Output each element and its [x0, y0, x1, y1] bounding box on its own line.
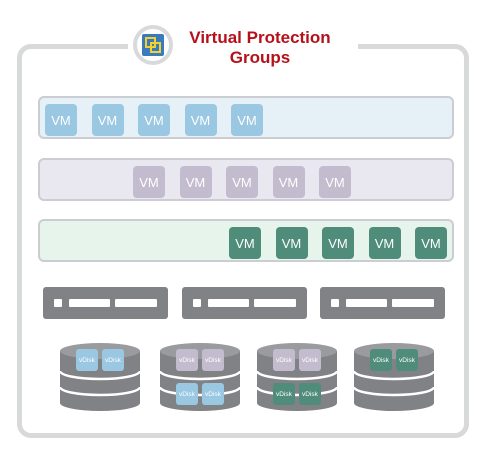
vm-green-1: VM — [229, 227, 261, 259]
title-line-2: Groups — [229, 48, 291, 67]
frame-header-gap — [128, 38, 358, 54]
vm-green-2: VM — [275, 227, 308, 259]
vdisk-purple: vDisk — [299, 349, 321, 371]
vdisk-green: vDisk — [370, 349, 392, 371]
vdisk-purple: vDisk — [273, 349, 295, 371]
server-drive-slot — [346, 299, 387, 307]
vdisk-purple: vDisk — [202, 349, 224, 371]
vm-purple-3: VM — [226, 166, 258, 198]
server-drive-slot — [115, 299, 156, 307]
server-indicator — [331, 299, 339, 307]
vm-blue-4: VM — [184, 104, 217, 136]
server-indicator — [149, 299, 157, 307]
vm-row-purple: VM VM VM VM VM — [38, 158, 454, 201]
vdisk-green: vDisk — [299, 383, 321, 405]
page-title: Virtual Protection Groups — [180, 28, 340, 68]
vm-green-4: VM — [368, 227, 401, 259]
server-indicator — [193, 299, 201, 307]
storage-database-icon — [160, 343, 240, 411]
server-drive-slot — [69, 299, 110, 307]
vdisk-green: vDisk — [273, 383, 295, 405]
vm-blue-3: VM — [138, 104, 170, 136]
vm-blue-2: VM — [91, 104, 124, 136]
vm-blue-1: VM — [45, 104, 77, 136]
vm-purple-4: VM — [272, 166, 305, 198]
vdisk-blue: vDisk — [76, 349, 98, 371]
vdisk-green: vDisk — [396, 349, 418, 371]
vm-row-blue: VM VM VM VM VM — [38, 96, 454, 139]
title-line-1: Virtual Protection — [189, 28, 331, 47]
server-drive-slot — [208, 299, 249, 307]
vm-blue-5: VM — [231, 104, 263, 136]
storage-database-icon — [354, 343, 434, 411]
server-rack-icon — [182, 287, 307, 319]
virtual-group-logo-icon — [142, 34, 164, 56]
vdisk-blue: vDisk — [176, 383, 198, 405]
server-indicator — [54, 299, 62, 307]
vm-purple-1: VM — [133, 166, 165, 198]
vm-green-3: VM — [322, 227, 354, 259]
server-rack-icon — [43, 287, 168, 319]
logo-badge — [133, 25, 173, 65]
vm-row-green: VM VM VM VM VM — [38, 219, 454, 262]
server-indicator — [426, 299, 434, 307]
server-drive-slot — [254, 299, 295, 307]
server-drive-slot — [392, 299, 433, 307]
vdisk-blue: vDisk — [102, 349, 124, 371]
vm-purple-2: VM — [179, 166, 212, 198]
storage-database-icon — [257, 343, 337, 411]
vdisk-blue: vDisk — [202, 383, 224, 405]
vdisk-purple: vDisk — [176, 349, 198, 371]
vm-purple-5: VM — [319, 166, 351, 198]
server-rack-icon — [320, 287, 445, 319]
server-indicator — [288, 299, 296, 307]
storage-database-icon — [60, 343, 140, 411]
vm-green-5: VM — [415, 227, 447, 259]
